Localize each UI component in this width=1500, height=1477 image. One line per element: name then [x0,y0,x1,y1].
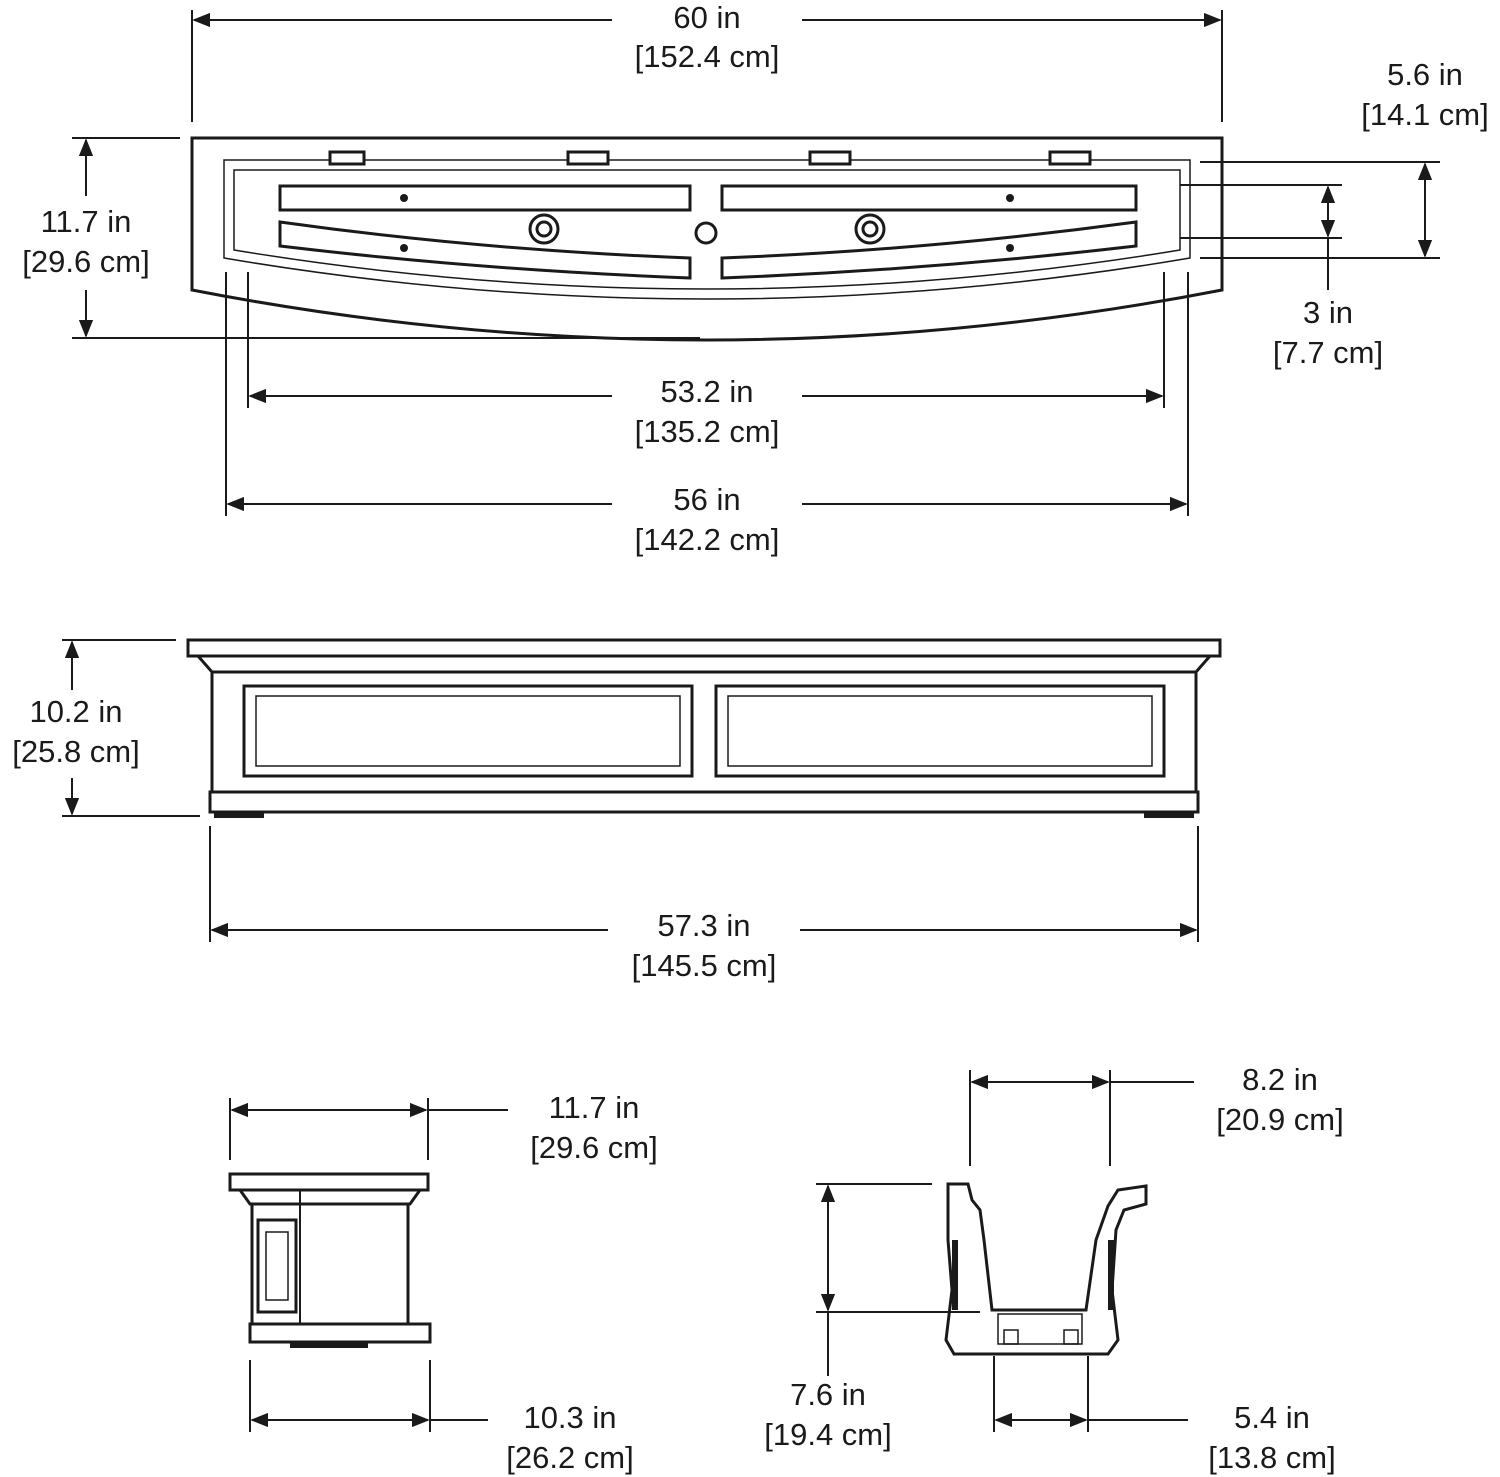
top-inner-width-in: 53.2 in [660,374,753,409]
side-base-depth-cm: [26.2 cm] [506,1440,634,1475]
side-view: 11.7 in [29.6 cm] 10.3 in [26.2 cm] [228,1090,658,1475]
section-inner-height-cm: [19.4 cm] [764,1417,892,1452]
section-top-width-in: 8.2 in [1242,1062,1318,1097]
top-inner-depth-cm: [7.7 cm] [1273,335,1383,370]
top-mid-width-cm: [142.2 cm] [635,522,780,557]
section-top-width-cm: [20.9 cm] [1216,1102,1344,1137]
top-width-cm: [152.4 cm] [635,39,780,74]
top-depth-cm: [29.6 cm] [22,244,150,279]
front-view: 10.2 in [25.8 cm] 57.3 in [145.5 cm] [12,638,1222,983]
section-base-width-cm: [13.8 cm] [1208,1440,1336,1475]
top-end-depth-in: 5.6 in [1387,57,1463,92]
top-depth-in: 11.7 in [41,204,132,239]
side-top-depth-cm: [29.6 cm] [530,1130,658,1165]
section-view: 8.2 in [20.9 cm] 7.6 in [19.4 cm] 5.4 in… [764,1062,1344,1475]
top-inner-depth-in: 3 in [1303,295,1353,330]
top-end-depth-cm: [14.1 cm] [1361,97,1489,132]
side-base-depth-in: 10.3 in [523,1400,616,1435]
section-inner-height-in: 7.6 in [790,1377,866,1412]
top-mid-width-in: 56 in [673,482,740,517]
front-height-cm: [25.8 cm] [12,734,140,769]
top-width-in: 60 in [673,0,740,35]
top-view: 60 in [152.4 cm] 11.7 in [29.6 cm] 5.6 i… [22,0,1489,557]
top-inner-width-cm: [135.2 cm] [635,414,780,449]
side-top-depth-in: 11.7 in [549,1090,640,1125]
front-base-width-in: 57.3 in [657,908,750,943]
front-base-width-cm: [145.5 cm] [632,948,777,983]
section-base-width-in: 5.4 in [1234,1400,1310,1435]
front-height-in: 10.2 in [29,694,122,729]
